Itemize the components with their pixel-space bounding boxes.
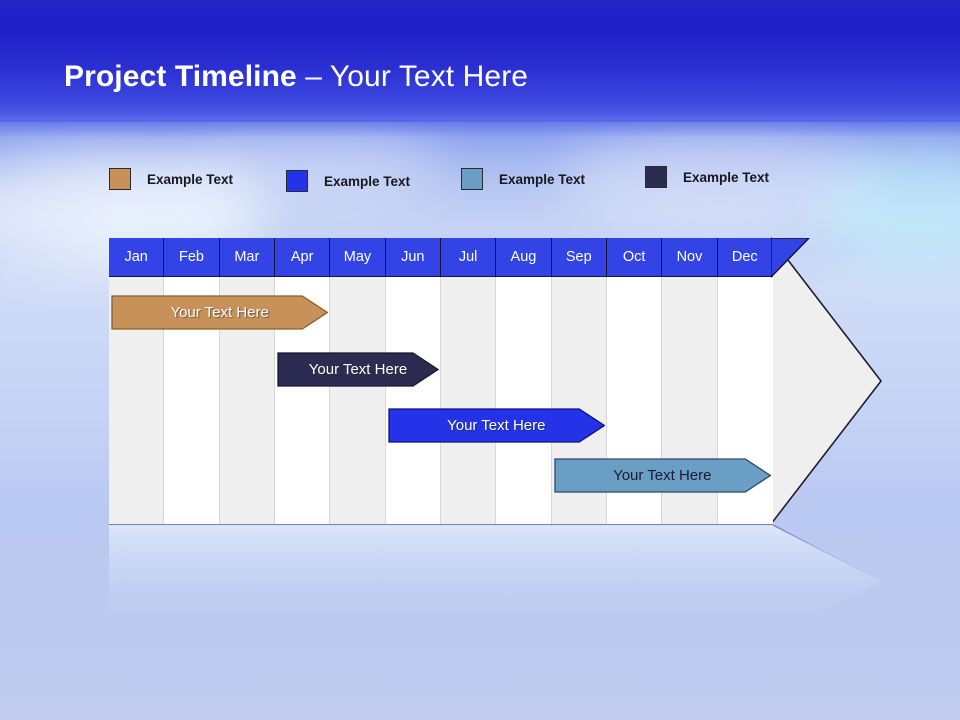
- legend-swatch-2: [461, 168, 483, 190]
- task-bar-3[interactable]: Your Text Here: [553, 458, 771, 493]
- legend-swatch-1: [286, 170, 308, 192]
- legend-label-1: Example Text: [324, 173, 411, 189]
- month-column-jan: [109, 238, 165, 524]
- legend-swatch-3: [645, 166, 667, 188]
- legend-item-0: Example Text: [109, 168, 233, 190]
- month-header-may[interactable]: May: [330, 238, 386, 277]
- month-header-oct[interactable]: Oct: [606, 238, 663, 277]
- legend-item-2: Example Text: [461, 168, 585, 190]
- legend-swatch-0: [109, 168, 131, 190]
- legend-label-3: Example Text: [683, 169, 770, 185]
- legend-item-3: Example Text: [645, 166, 769, 188]
- month-column-jul: [440, 238, 497, 524]
- task-bar-0[interactable]: Your Text Here: [111, 295, 329, 330]
- legend-item-1: Example Text: [286, 170, 410, 192]
- timeline-arrow-head: [771, 237, 883, 525]
- cloud-glow-3: [560, 125, 880, 235]
- month-header-apr[interactable]: Apr: [274, 238, 331, 277]
- page-title-strong: Project Timeline: [64, 60, 297, 93]
- month-header-feb[interactable]: Feb: [164, 238, 220, 277]
- page-title-light: – Your Text Here: [296, 60, 529, 93]
- month-header-tip: [770, 237, 883, 279]
- title-band: Project Timeline – Your Text Here: [0, 0, 960, 138]
- month-header-dec[interactable]: Dec: [717, 238, 773, 277]
- legend-label-2: Example Text: [499, 171, 586, 187]
- task-bar-2[interactable]: Your Text Here: [387, 408, 605, 443]
- page-title: Project Timeline – Your Text Here: [64, 60, 528, 94]
- month-header-sep[interactable]: Sep: [551, 238, 607, 277]
- chart-reflection-edge: [109, 524, 773, 527]
- legend-label-0: Example Text: [147, 171, 234, 187]
- month-header-aug[interactable]: Aug: [496, 238, 552, 277]
- task-bar-1[interactable]: Your Text Here: [277, 352, 439, 387]
- month-header-jul[interactable]: Jul: [440, 238, 497, 277]
- month-column-aug: [496, 238, 552, 524]
- month-header-jan[interactable]: Jan: [109, 238, 165, 277]
- month-column-mar: [219, 238, 275, 524]
- month-header-mar[interactable]: Mar: [219, 238, 275, 277]
- month-header-nov[interactable]: Nov: [662, 238, 718, 277]
- legend: Example Text Example Text Example Text Exam…: [0, 162, 960, 202]
- month-header-jun[interactable]: Jun: [385, 238, 441, 277]
- month-column-feb: [164, 238, 220, 524]
